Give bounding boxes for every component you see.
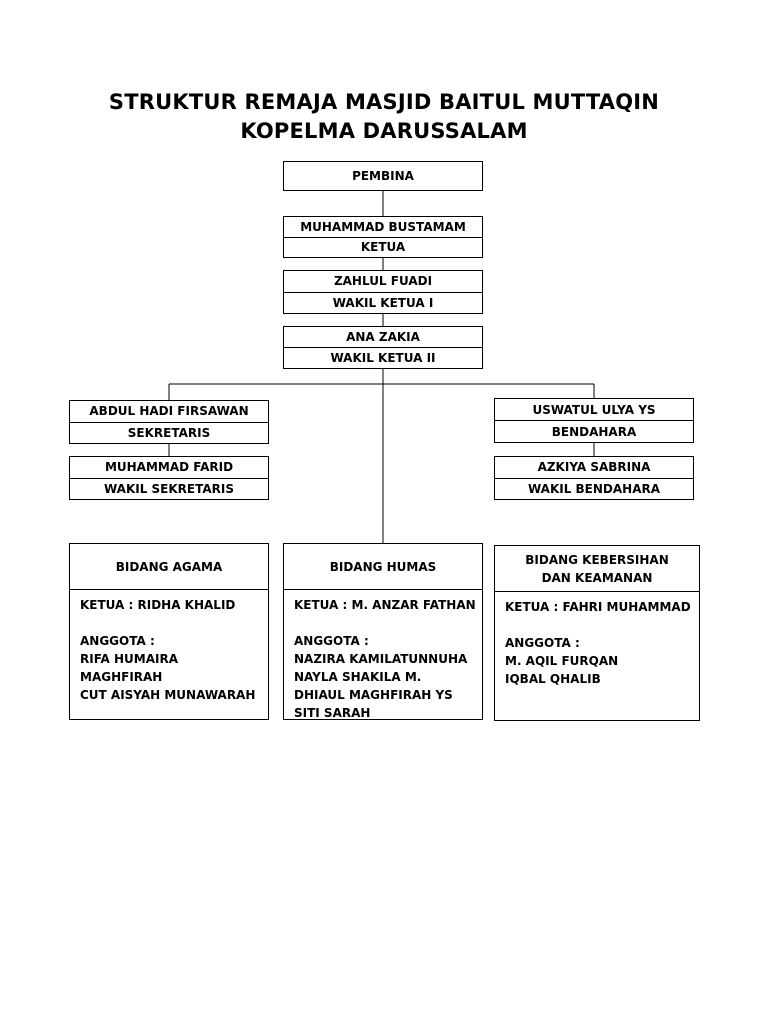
wakil-ketua-1-name: ZAHLUL FUADI (333, 274, 433, 289)
wakil-bendahara-name: AZKIYA SABRINA (537, 460, 651, 475)
wakil-ketua-2-name: ANA ZAKIA (346, 330, 420, 344)
member-name: DHIAUL MAGHFIRAH YS (294, 688, 453, 702)
wakil-sekretaris-role: WAKIL SEKRETARIS (70, 477, 268, 500)
division-kebersihan-body: KETUA : FAHRI MUHAMMAD ANGGOTA : M. AQIL… (505, 598, 693, 688)
member-name: SITI SARAH (294, 706, 371, 720)
page-title: STRUKTUR REMAJA MASJID BAITUL MUTTAQIN (108, 90, 660, 114)
member-name: CUT AISYAH MUNAWARAH (80, 688, 256, 702)
wakil-ketua-1-role: WAKIL KETUA I (284, 291, 482, 314)
division-humas-heading-line1: BIDANG HUMAS (329, 559, 437, 574)
division-kebersihan-heading-line2: DAN KEAMANAN (541, 570, 653, 585)
member-name: IQBAL QHALIB (505, 672, 601, 686)
page-subtitle: KOPELMA DARUSSALAM (240, 119, 528, 143)
division-agama-anggota-label: ANGGOTA : (80, 634, 155, 648)
division-agama-body: KETUA : RIDHA KHALID ANGGOTA : RIFA HUMA… (80, 596, 262, 704)
ketua-role: KETUA (284, 236, 482, 258)
sekretaris-box: ABDUL HADI FIRSAWAN SEKRETARIS (69, 400, 269, 444)
wakil-bendahara-role: WAKIL BENDAHARA (495, 477, 693, 500)
division-agama-heading-line1: BIDANG AGAMA (115, 559, 223, 574)
wakil-ketua-2-box: ANA ZAKIA WAKIL KETUA II (283, 326, 483, 369)
division-kebersihan-heading: BIDANG KEBERSIHAN DAN KEAMANAN (495, 546, 699, 592)
wakil-ketua-1-box: ZAHLUL FUADI WAKIL KETUA I (283, 270, 483, 314)
division-agama-box: BIDANG AGAMA KETUA : RIDHA KHALID ANGGOT… (69, 543, 269, 720)
division-kebersihan-box: BIDANG KEBERSIHAN DAN KEAMANAN KETUA : F… (494, 545, 700, 721)
sekretaris-role: SEKRETARIS (70, 421, 268, 444)
division-kebersihan-heading-line1: BIDANG KEBERSIHAN (525, 552, 669, 567)
division-agama-heading: BIDANG AGAMA (70, 544, 268, 590)
sekretaris-name: ABDUL HADI FIRSAWAN (89, 404, 249, 419)
member-name: NAZIRA KAMILATUNNUHA (294, 652, 468, 666)
member-name: RIFA HUMAIRA (80, 652, 178, 666)
pembina-label: PEMBINA (352, 169, 414, 183)
bendahara-name: USWATUL ULYA YS (532, 402, 656, 417)
member-name: NAYLA SHAKILA M. (294, 670, 422, 684)
division-humas-ketua: KETUA : M. ANZAR FATHAN (294, 598, 476, 612)
wakil-ketua-2-role: WAKIL KETUA II (284, 347, 482, 368)
wakil-sekretaris-name: MUHAMMAD FARID (104, 460, 234, 475)
bendahara-box: USWATUL ULYA YS BENDAHARA (494, 398, 694, 443)
pembina-box: PEMBINA (283, 161, 483, 191)
ketua-box: MUHAMMAD BUSTAMAM KETUA (283, 216, 483, 258)
bendahara-role: BENDAHARA (495, 420, 693, 442)
division-humas-box: BIDANG HUMAS KETUA : M. ANZAR FATHAN ANG… (283, 543, 483, 720)
wakil-sekretaris-box: MUHAMMAD FARID WAKIL SEKRETARIS (69, 456, 269, 500)
division-kebersihan-ketua: KETUA : FAHRI MUHAMMAD (505, 600, 691, 614)
division-humas-heading: BIDANG HUMAS (284, 544, 482, 590)
division-humas-anggota-label: ANGGOTA : (294, 634, 369, 648)
division-agama-ketua: KETUA : RIDHA KHALID (80, 598, 236, 612)
ketua-name: MUHAMMAD BUSTAMAM (300, 219, 466, 234)
member-name: M. AQIL FURQAN (505, 654, 619, 668)
division-kebersihan-anggota-label: ANGGOTA : (505, 636, 580, 650)
wakil-bendahara-box: AZKIYA SABRINA WAKIL BENDAHARA (494, 456, 694, 500)
member-name: MAGHFIRAH (80, 670, 163, 684)
division-humas-body: KETUA : M. ANZAR FATHAN ANGGOTA : NAZIRA… (294, 596, 476, 722)
